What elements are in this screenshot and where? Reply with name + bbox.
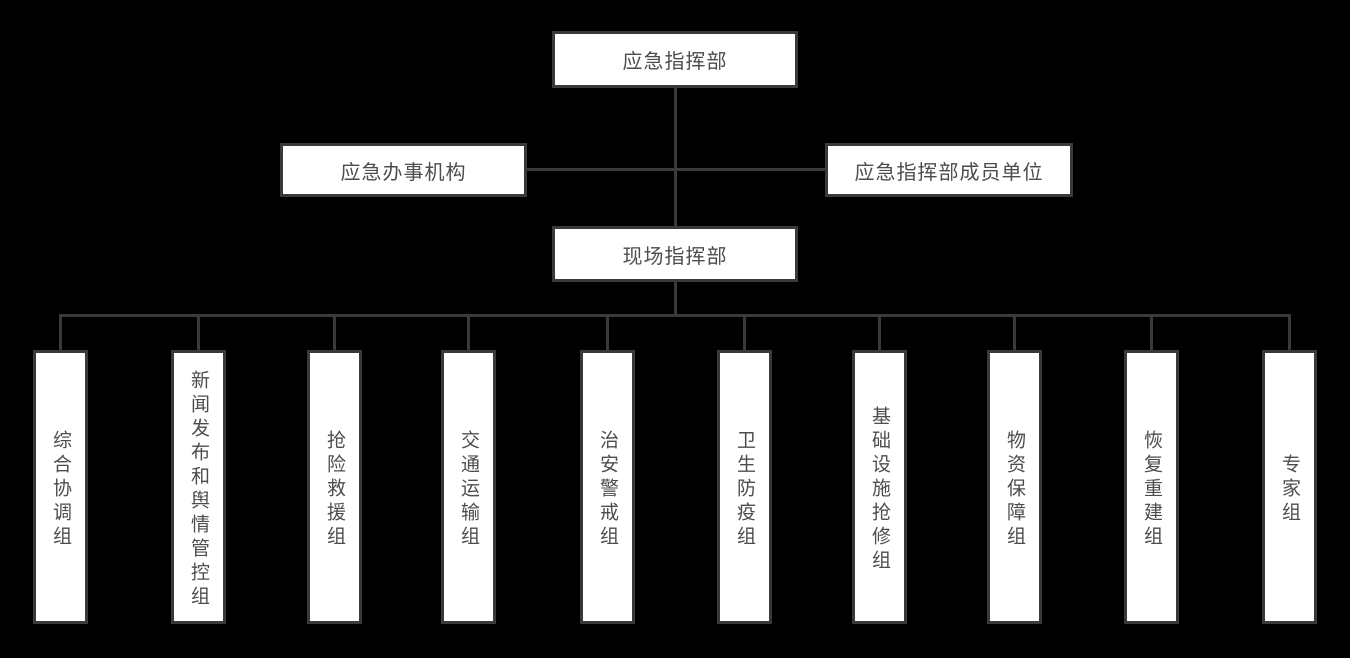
connector-drop xyxy=(743,315,746,350)
group-label: 治安警戒组 xyxy=(597,429,618,550)
connector-root-to-field xyxy=(674,88,677,226)
group-label: 物资保障组 xyxy=(1004,429,1025,550)
group-label: 新闻发布和舆情管控组 xyxy=(188,369,209,610)
group-label: 基础设施抢修组 xyxy=(869,405,890,574)
group-box: 物资保障组 xyxy=(987,350,1042,624)
connector-field-to-bus xyxy=(674,282,677,315)
node-emergency-office-label: 应急办事机构 xyxy=(340,161,467,184)
group-box: 抢险救援组 xyxy=(307,350,362,624)
connector-drop xyxy=(59,315,62,350)
node-emergency-office: 应急办事机构 xyxy=(280,143,527,197)
group-box: 新闻发布和舆情管控组 xyxy=(171,350,226,624)
group-node-infrastructure-repair: 基础设施抢修组 xyxy=(852,315,907,624)
connector-drop xyxy=(1013,315,1016,350)
group-node-security: 治安警戒组 xyxy=(580,315,635,624)
group-box: 综合协调组 xyxy=(33,350,88,624)
connector-drop xyxy=(197,315,200,350)
node-emergency-command-label: 应急指挥部 xyxy=(622,51,728,73)
group-node-material-support: 物资保障组 xyxy=(987,315,1042,624)
group-node-health-epidemic: 卫生防疫组 xyxy=(717,315,772,624)
connector-drop xyxy=(1288,315,1291,350)
group-node-transport: 交通运输组 xyxy=(441,315,496,624)
node-emergency-command: 应急指挥部 xyxy=(552,31,798,88)
connector-drop xyxy=(1150,315,1153,350)
group-node-news-opinion-control: 新闻发布和舆情管控组 xyxy=(171,315,226,624)
connector-drop xyxy=(467,315,470,350)
connector-drop xyxy=(878,315,881,350)
group-label: 综合协调组 xyxy=(50,429,71,550)
group-box: 恢复重建组 xyxy=(1124,350,1179,624)
group-label: 抢险救援组 xyxy=(324,429,345,550)
group-box: 治安警戒组 xyxy=(580,350,635,624)
group-label: 专家组 xyxy=(1279,453,1300,526)
group-label: 恢复重建组 xyxy=(1141,429,1162,550)
connector-drop xyxy=(333,315,336,350)
group-label: 交通运输组 xyxy=(458,429,479,550)
group-box: 基础设施抢修组 xyxy=(852,350,907,624)
node-member-units-label: 应急指挥部成员单位 xyxy=(854,161,1044,184)
group-label: 卫生防疫组 xyxy=(734,429,755,550)
group-box: 交通运输组 xyxy=(441,350,496,624)
group-node-experts: 专家组 xyxy=(1262,315,1317,624)
connector-drop xyxy=(606,315,609,350)
connector-office-to-members xyxy=(527,168,825,171)
group-box: 卫生防疫组 xyxy=(717,350,772,624)
group-node-rescue: 抢险救援组 xyxy=(307,315,362,624)
group-node-comprehensive-coordination: 综合协调组 xyxy=(33,315,88,624)
node-member-units: 应急指挥部成员单位 xyxy=(825,143,1073,197)
connector-bus-line xyxy=(59,314,1291,317)
node-field-command: 现场指挥部 xyxy=(552,226,798,282)
group-node-recovery-rebuild: 恢复重建组 xyxy=(1124,315,1179,624)
group-box: 专家组 xyxy=(1262,350,1317,624)
node-field-command-label: 现场指挥部 xyxy=(622,245,728,268)
